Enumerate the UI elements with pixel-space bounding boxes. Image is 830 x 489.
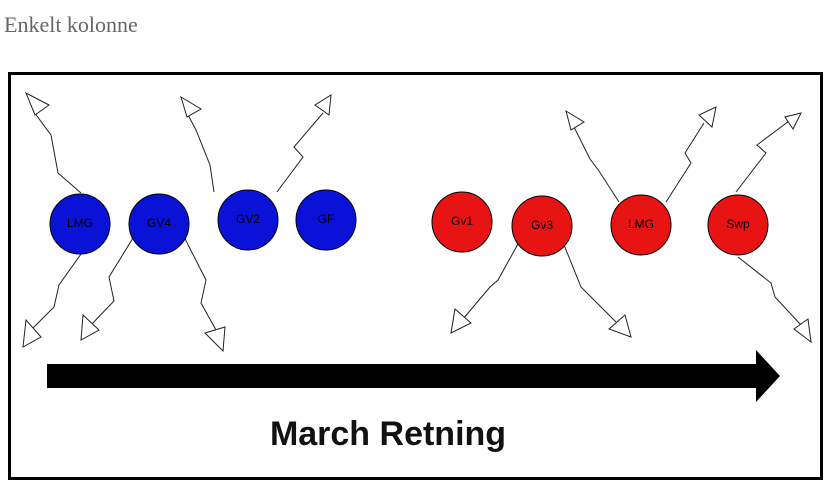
movement-line-gv3-down bbox=[462, 234, 524, 320]
movement-line-blue-lmg-up bbox=[33, 111, 82, 194]
page-title: Enkelt kolonne bbox=[4, 12, 138, 37]
arrowhead-icon bbox=[793, 318, 812, 344]
movement-line-red-lmg-up bbox=[573, 126, 620, 203]
red-units: Gv1 Gv3 LMG Swp bbox=[431, 191, 769, 257]
movement-line-gv2-up bbox=[186, 112, 215, 193]
unit-label: Gv1 bbox=[451, 214, 473, 228]
movement-line-gv2-upright bbox=[276, 112, 324, 193]
unit-label: GF bbox=[318, 212, 335, 226]
arrowhead-icon bbox=[80, 313, 100, 341]
movement-line-gv4-down bbox=[88, 224, 142, 328]
arrowhead-icon bbox=[25, 91, 50, 116]
unit-label: Swp bbox=[726, 217, 750, 231]
unit-label: GV4 bbox=[147, 216, 171, 230]
red-unit-swp: Swp bbox=[707, 194, 769, 256]
unit-circle bbox=[610, 194, 672, 256]
march-direction-arrow bbox=[47, 350, 780, 402]
direction-label: March Retning bbox=[270, 415, 506, 453]
blue-unit-gf: GF bbox=[295, 189, 357, 251]
blue-units: LMG GV4 GV2 GF bbox=[49, 189, 357, 255]
unit-circle bbox=[217, 189, 279, 251]
blue-unit-lmg: LMG bbox=[49, 193, 111, 255]
diagram-canvas: LMG GV4 GV2 GF Gv1 Gv3 bbox=[22, 91, 812, 453]
arrowhead-icon bbox=[180, 95, 202, 118]
unit-circle bbox=[511, 195, 573, 257]
unit-label: LMG bbox=[67, 216, 93, 230]
unit-label: LMG bbox=[628, 217, 654, 231]
unit-circle bbox=[295, 189, 357, 251]
arrowhead-icon bbox=[608, 314, 632, 338]
unit-circle bbox=[49, 193, 111, 255]
red-unit-gv3: Gv3 bbox=[511, 195, 573, 257]
blue-unit-gv2: GV2 bbox=[217, 189, 279, 251]
arrowhead-icon bbox=[450, 308, 472, 334]
arrowhead-icon bbox=[204, 326, 226, 353]
unit-circle bbox=[707, 194, 769, 256]
unit-circle bbox=[128, 193, 190, 255]
movement-line-swp-down bbox=[737, 256, 802, 326]
formation-diagram: LMG GV4 GV2 GF Gv1 Gv3 bbox=[8, 72, 823, 480]
movement-line-gv4-downright bbox=[177, 224, 217, 331]
movement-line-blue-lmg-down bbox=[30, 246, 87, 331]
blue-unit-gv4: GV4 bbox=[128, 193, 190, 255]
movement-line-red-lmg-upright bbox=[665, 122, 705, 203]
red-unit-lmg: LMG bbox=[610, 194, 672, 256]
arrowhead-icon bbox=[314, 94, 332, 116]
unit-label: GV2 bbox=[236, 212, 260, 226]
movement-line-swp-up bbox=[735, 120, 790, 193]
red-unit-gv1: Gv1 bbox=[431, 191, 493, 253]
arrowhead-icon bbox=[565, 109, 585, 131]
arrowhead-icon bbox=[784, 112, 802, 130]
unit-circle bbox=[431, 191, 493, 253]
movement-line-gv3-downright bbox=[559, 234, 620, 326]
movement-lines bbox=[22, 91, 812, 353]
arrowhead-icon bbox=[22, 318, 42, 348]
arrowhead-icon bbox=[698, 106, 717, 128]
unit-label: Gv3 bbox=[531, 218, 553, 232]
